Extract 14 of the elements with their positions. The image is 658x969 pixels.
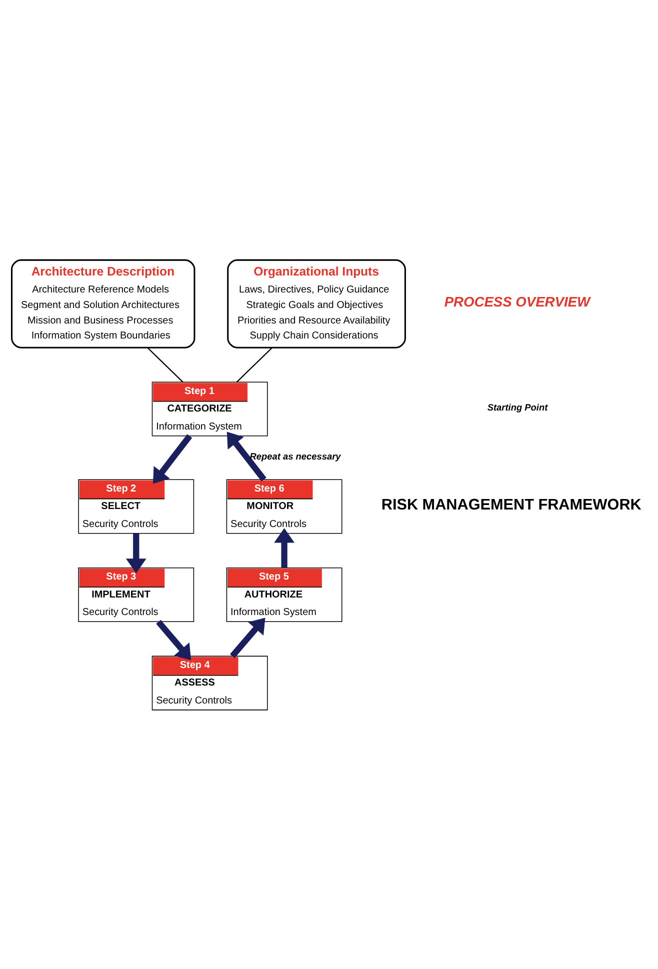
label: RISK MANAGEMENT FRAMEWORK	[381, 496, 642, 514]
label: PROCESS OVERVIEW	[444, 292, 590, 309]
arrow	[226, 431, 266, 481]
node-box: Architecture Description Architecture Reference Models Segment and Solution Architectures Mission and Business Processes Information System Boundaries	[11, 258, 196, 348]
connector	[236, 346, 273, 382]
connector	[147, 346, 184, 382]
arrow	[126, 533, 146, 573]
arrow	[230, 617, 266, 658]
edge-label: Repeat as necessary	[250, 450, 341, 461]
arrow	[156, 619, 192, 660]
arrow	[274, 528, 294, 568]
node-box: Organizational Inputs Laws, Directives, Policy Guidance Strategic Goals and Objectives Priorities and Resource Availability Supply Chain Considerations	[227, 258, 406, 348]
arrow	[152, 434, 192, 484]
label: Starting Point	[487, 402, 548, 412]
